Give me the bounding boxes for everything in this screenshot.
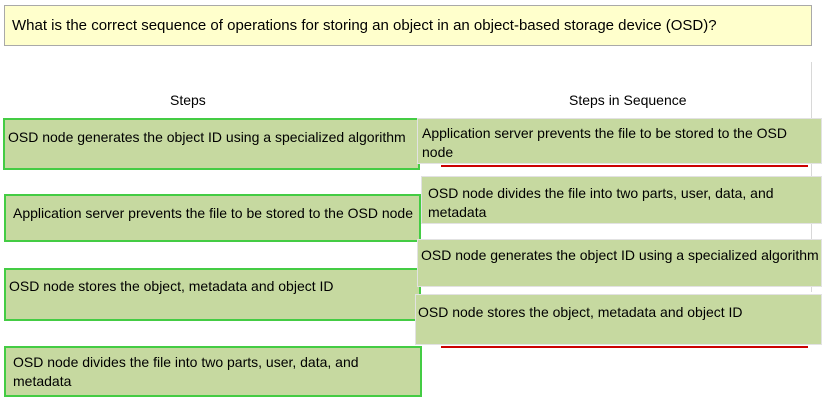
sequence-column-title: Steps in Sequence bbox=[569, 92, 687, 108]
step-card-text: OSD node generates the object ID using a… bbox=[8, 129, 406, 145]
step-card-text: Application server prevents the file to … bbox=[13, 205, 414, 221]
step-card-3[interactable]: OSD node stores the object, metadata and… bbox=[4, 268, 421, 321]
drop-slot-line bbox=[441, 346, 808, 348]
step-card-text: OSD node divides the file into two parts… bbox=[13, 354, 359, 389]
sequence-card-2[interactable]: OSD node divides the file into two parts… bbox=[421, 176, 822, 224]
step-card-4[interactable]: OSD node divides the file into two parts… bbox=[4, 346, 422, 397]
step-card-text: OSD node stores the object, metadata and… bbox=[9, 278, 334, 294]
sequence-card-1[interactable]: Application server prevents the file to … bbox=[417, 118, 822, 164]
sequence-card-text: OSD node generates the object ID using a… bbox=[421, 247, 819, 263]
steps-column-title: Steps bbox=[170, 92, 206, 108]
question-text: What is the correct sequence of operatio… bbox=[12, 17, 717, 34]
sequence-card-text: Application server prevents the file to … bbox=[422, 125, 787, 160]
step-card-1[interactable]: OSD node generates the object ID using a… bbox=[3, 118, 420, 170]
sequence-card-text: OSD node stores the object, metadata and… bbox=[418, 304, 743, 320]
sequence-card-3[interactable]: OSD node generates the object ID using a… bbox=[417, 239, 822, 287]
sequence-card-4[interactable]: OSD node stores the object, metadata and… bbox=[415, 294, 822, 345]
drop-slot-line bbox=[441, 165, 808, 167]
step-card-2[interactable]: Application server prevents the file to … bbox=[4, 194, 421, 242]
question-banner: What is the correct sequence of operatio… bbox=[4, 5, 812, 46]
sequence-card-text: OSD node divides the file into two parts… bbox=[428, 185, 774, 220]
